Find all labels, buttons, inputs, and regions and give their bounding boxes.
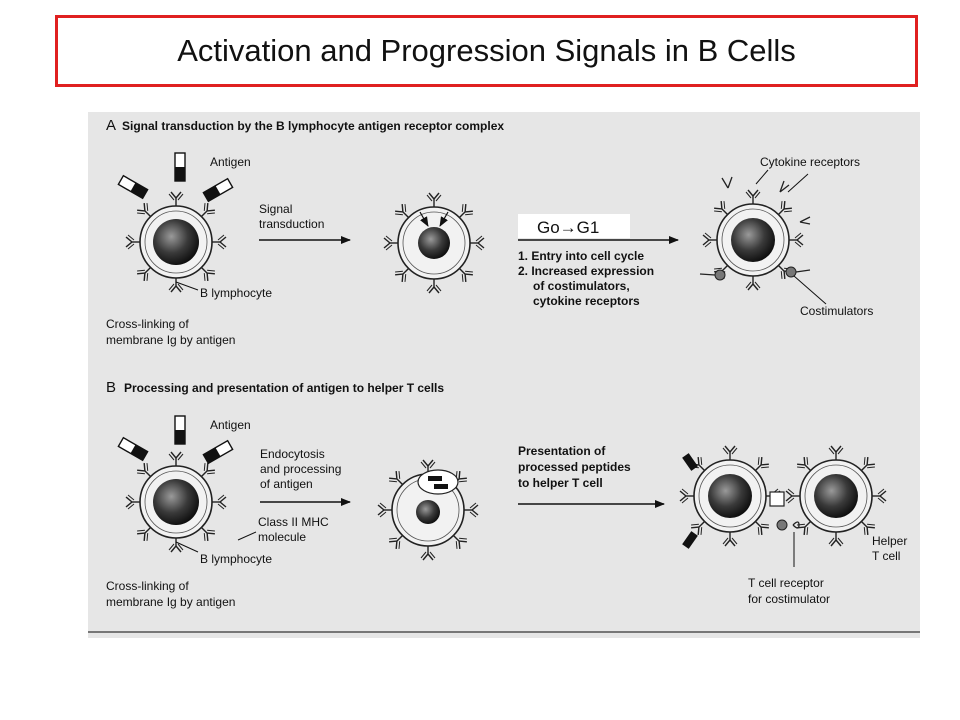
title-box: Activation and Progression Signals in B … [55,15,918,87]
signal-label-1: Signal [259,202,292,216]
activated-b-cell [699,176,811,290]
antigen-icon [174,152,186,182]
step-2-cont-2: cytokine receptors [533,294,640,308]
page-title: Activation and Progression Signals in B … [177,33,796,68]
b-cell-1 [126,192,226,292]
nucleus [153,219,199,265]
figure: A Signal transduction by the B lymphocyt… [88,112,920,638]
panel-a-heading: Signal transduction by the B lymphocyte … [122,119,504,133]
presentation-label-1: Presentation of [518,444,606,458]
b-cell-4 [378,460,478,560]
antigen-label: Antigen [210,155,251,169]
presentation-label-2: processed peptides [518,460,631,474]
b-cell-3 [126,452,226,552]
panel-b-letter: B [106,379,116,396]
signal-label-2: transduction [259,217,324,231]
helper-label-1: Helper [872,534,907,548]
endocytosis-label-2: and processing [260,462,341,476]
helper-label-2: T cell [872,549,900,563]
go-g1-box [518,214,630,238]
step-2: 2. Increased expression [518,264,654,278]
panel-b-heading: Processing and presentation of antigen t… [124,381,444,395]
figure-background [88,112,920,638]
b-lymphocyte-label-b: B lymphocyte [200,552,272,566]
step-2-cont: of costimulators, [533,279,630,293]
crosslink-label-b2: membrane Ig by antigen [106,595,235,609]
step-1: 1. Entry into cell cycle [518,249,644,263]
antigen-icon [174,415,186,445]
tcr-label-1: T cell receptor [748,576,824,590]
mhc-label-1: Class II MHC [258,515,329,529]
helper-t-cell [786,446,886,546]
b-cell-2 [384,193,484,293]
presenting-b-cell [680,446,788,549]
endocytosis-label-3: of antigen [260,477,313,491]
cytokine-receptors-label: Cytokine receptors [760,155,860,169]
crosslink-label-1: Cross-linking of [106,317,189,331]
go-g1-label: Go→G1 [537,218,599,237]
crosslink-label-2: membrane Ig by antigen [106,333,235,347]
presentation-label-3: to helper T cell [518,476,603,490]
diagram-svg: A Signal transduction by the B lymphocyt… [88,112,920,638]
mhc-label-2: molecule [258,530,306,544]
b-lymphocyte-label: B lymphocyte [200,286,272,300]
tcr-label-2: for costimulator [748,592,830,606]
costimulators-label: Costimulators [800,304,873,318]
panel-a-letter: A [106,117,116,134]
endocytosis-label-1: Endocytosis [260,447,325,461]
crosslink-label-b1: Cross-linking of [106,579,189,593]
antigen-label-b: Antigen [210,418,251,432]
